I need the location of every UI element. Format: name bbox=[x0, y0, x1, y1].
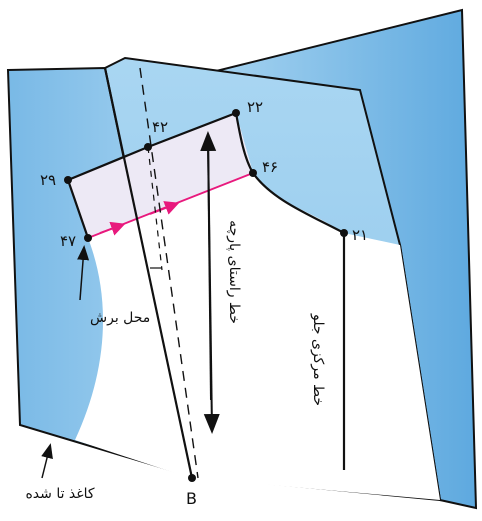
point-46-dot bbox=[249, 169, 257, 177]
point-47-dot bbox=[84, 234, 92, 242]
dashed-line-outer bbox=[139, 67, 199, 479]
point-21-label: ۲۱ bbox=[352, 226, 368, 244]
cut-location-label: محل برش bbox=[90, 310, 150, 326]
grain-line-head bbox=[200, 131, 217, 401]
center-front-label: خط مرکزی جلو bbox=[310, 313, 326, 406]
point-22-label: ۲۲ bbox=[247, 98, 263, 116]
point-21-dot bbox=[340, 229, 348, 237]
folded-paper-label: کاغذ تا شده bbox=[25, 486, 94, 502]
point-42-dot bbox=[144, 143, 152, 151]
dashed-line-inner bbox=[147, 146, 163, 271]
point-22-dot bbox=[232, 109, 240, 117]
grain-line-label: خط راستای پارچه bbox=[226, 220, 242, 324]
folded-paper-pointer bbox=[41, 443, 53, 479]
point-B-label: B bbox=[186, 489, 197, 508]
cut-arrow-2 bbox=[149, 201, 180, 215]
point-B-dot bbox=[188, 474, 196, 482]
cut-arrow-1 bbox=[99, 221, 126, 236]
fold-line bbox=[103, 67, 194, 479]
cut-location-pointer bbox=[77, 245, 90, 301]
point-29-label: ۲۹ bbox=[40, 171, 56, 189]
point-46-label: ۴۶ bbox=[262, 158, 278, 176]
point-29-dot bbox=[64, 176, 72, 184]
point-47-label: ۴۷ bbox=[60, 232, 76, 250]
point-42-label: ۴۲ bbox=[152, 118, 168, 136]
